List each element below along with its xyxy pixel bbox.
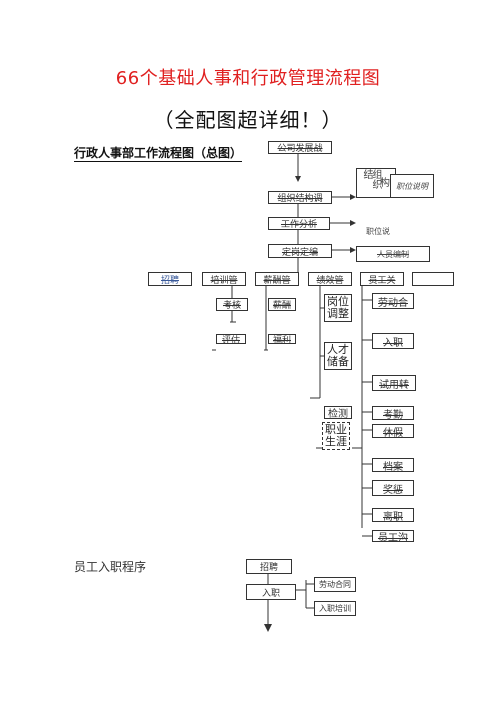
sub-salary: 薪酬 — [268, 298, 296, 311]
sub-evaluation: 评估 — [216, 334, 246, 344]
perf-item-career: 职业生涯 — [322, 422, 350, 450]
relation-archive: 档案 — [372, 458, 414, 472]
perf-item-position-adjust: 岗位调整 — [324, 294, 352, 322]
onboarding-branch-contract: 劳动合同 — [314, 577, 356, 592]
perf-item-talent-reserve: 人才储备 — [324, 342, 352, 370]
perf-item-monitor: 检测 — [324, 406, 352, 419]
onboarding-step-join: 入职 — [246, 584, 296, 600]
relation-onboarding: 入职 — [372, 333, 414, 349]
page-subtitle: （全配图超详细！） — [153, 108, 343, 132]
module-training: 培训管 — [202, 272, 246, 286]
sub-appraisal: 考核 — [216, 298, 248, 311]
module-empty — [412, 272, 454, 286]
module-compensation: 薪酬管 — [255, 272, 299, 286]
relation-probation: 试用转 — [372, 375, 416, 391]
page-title: 66个基础人事和行政管理流程图 — [115, 68, 381, 89]
relation-communication: 员工沟 — [372, 530, 414, 542]
onboarding-branch-training: 入职培训 — [314, 601, 356, 616]
relation-resignation: 离职 — [372, 508, 414, 522]
relation-labor-contract: 劳动合 — [372, 293, 414, 309]
chain-box-staffing: 定岗定编 — [268, 244, 332, 258]
org-chart-document: 组织结 构 — [356, 168, 396, 198]
relation-attendance: 考勤 — [372, 406, 414, 420]
org-chart-label-b: 构 — [380, 177, 390, 189]
onboarding-step-recruit: 招聘 — [246, 559, 292, 574]
relation-rewards: 奖惩 — [372, 480, 414, 496]
headcount-sheet-document: 人员编制 — [356, 246, 430, 262]
chain-box-strategy: 公司发展战 — [268, 141, 332, 154]
chain-box-job-analysis: 工作分析 — [268, 217, 330, 230]
module-recruitment: 招聘 — [148, 272, 192, 286]
chain-box-org-adjust: 组织结构调 — [268, 191, 332, 204]
overview-section-title: 行政人事部工作流程图（总图） — [74, 146, 243, 162]
relation-leave: 休假 — [372, 424, 414, 438]
job-description-document: 职位说明 — [390, 174, 434, 198]
module-employee-relations: 员工关 — [360, 272, 404, 286]
module-performance: 绩效管 — [308, 272, 352, 286]
job-description-note: 职位说 — [366, 227, 390, 236]
sub-welfare: 福利 — [268, 334, 296, 344]
org-chart-label: 组织结 — [361, 169, 381, 189]
onboarding-section-title: 员工入职程序 — [74, 560, 147, 574]
